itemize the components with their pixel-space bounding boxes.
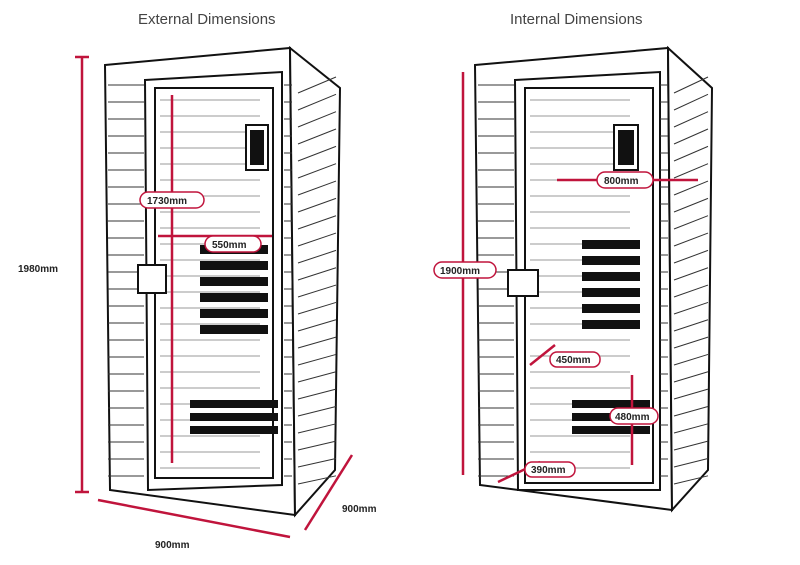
slat-line bbox=[673, 353, 709, 366]
slat-line bbox=[673, 180, 709, 196]
external-dimensions-title: External Dimensions bbox=[138, 11, 276, 28]
heater-panel bbox=[582, 304, 640, 313]
lower-heater-panel bbox=[572, 400, 650, 408]
slat-line bbox=[673, 197, 709, 213]
slat-line bbox=[297, 301, 337, 315]
heater-panel bbox=[582, 272, 640, 281]
slat-line bbox=[297, 353, 337, 366]
slat-line bbox=[673, 371, 709, 383]
internal-sauna-drawing bbox=[473, 45, 714, 513]
heater-panel bbox=[200, 277, 268, 286]
slat-line bbox=[673, 249, 709, 264]
external-inner-height-label: 1730mm bbox=[147, 196, 187, 207]
external-sauna-drawing bbox=[103, 45, 342, 518]
slat-line bbox=[297, 440, 337, 451]
slat-line bbox=[673, 405, 709, 417]
heater-panel bbox=[582, 240, 640, 249]
external-bench-width-label: 550mm bbox=[212, 240, 247, 251]
slat-line bbox=[297, 76, 337, 94]
slat-line bbox=[673, 76, 709, 94]
slat-line bbox=[297, 111, 337, 128]
slat-line bbox=[297, 457, 337, 468]
internal-height-label: 1900mm bbox=[440, 266, 480, 277]
slat-line bbox=[297, 163, 337, 179]
heater-panel bbox=[582, 288, 640, 297]
slat-line bbox=[297, 180, 337, 196]
lower-heater-panel bbox=[190, 426, 278, 434]
external-height-label: 1980mm bbox=[18, 264, 58, 275]
slat-line bbox=[673, 232, 709, 247]
lower-heater-panel bbox=[190, 400, 278, 408]
slat-line bbox=[673, 388, 709, 400]
heater-panel bbox=[200, 325, 268, 334]
heater-panel bbox=[200, 293, 268, 302]
slat-line bbox=[297, 249, 337, 264]
slat-line bbox=[673, 475, 709, 485]
slat-line bbox=[673, 145, 709, 162]
slat-line bbox=[297, 128, 337, 145]
slat-line bbox=[297, 388, 337, 400]
dimension-lines bbox=[75, 55, 698, 539]
slat-line bbox=[297, 197, 337, 213]
heater-panel bbox=[582, 320, 640, 329]
lower-heater-panel bbox=[190, 413, 278, 421]
slat-line bbox=[297, 284, 337, 298]
heater-panel bbox=[200, 261, 268, 270]
heater-panel bbox=[200, 309, 268, 318]
slat-line bbox=[673, 336, 709, 349]
slat-line bbox=[297, 319, 337, 332]
internal-bench-depth-label: 450mm bbox=[556, 355, 591, 366]
slat-line bbox=[297, 215, 337, 230]
slat-line bbox=[297, 232, 337, 247]
dimension-labels: 1980mm 1730mm 550mm 900mm 900mm 800mm 19… bbox=[18, 171, 659, 551]
slat-line bbox=[673, 128, 709, 145]
lower-heater-panel bbox=[572, 426, 650, 434]
heater-panel bbox=[582, 256, 640, 265]
slat-line bbox=[297, 93, 337, 111]
external-width-label: 900mm bbox=[155, 540, 190, 551]
slat-line bbox=[297, 371, 337, 383]
slat-line bbox=[673, 440, 709, 451]
slat-line bbox=[297, 475, 337, 485]
slat-line bbox=[673, 319, 709, 332]
slat-line bbox=[673, 301, 709, 315]
slat-line bbox=[673, 284, 709, 298]
external-depth-label: 900mm bbox=[342, 504, 377, 515]
slat-line bbox=[673, 215, 709, 230]
slat-line bbox=[673, 267, 709, 281]
internal-bench-height-label: 480mm bbox=[615, 412, 650, 423]
internal-width-label: 800mm bbox=[604, 176, 639, 187]
slat-line bbox=[297, 405, 337, 417]
slat-line bbox=[297, 267, 337, 281]
slat-line bbox=[673, 93, 709, 111]
slat-line bbox=[297, 336, 337, 349]
internal-floor-depth-label: 390mm bbox=[531, 465, 566, 476]
slat-line bbox=[673, 111, 709, 128]
slat-line bbox=[673, 163, 709, 179]
slat-line bbox=[673, 423, 709, 434]
slat-line bbox=[297, 145, 337, 162]
internal-dimensions-title: Internal Dimensions bbox=[510, 11, 643, 28]
slat-line bbox=[673, 457, 709, 468]
slat-line bbox=[297, 423, 337, 434]
